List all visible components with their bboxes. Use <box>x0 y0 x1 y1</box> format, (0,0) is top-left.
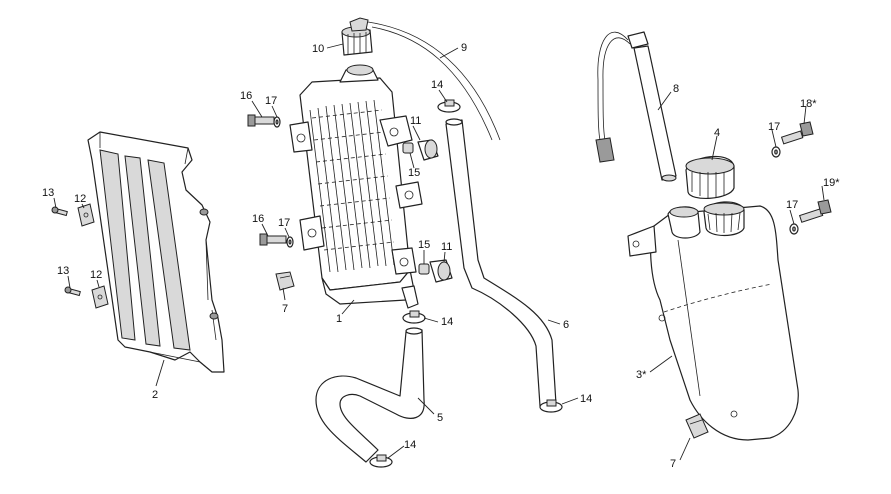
label-17-upper: 17 <box>265 95 277 107</box>
label-19: 19* <box>823 177 840 189</box>
clip-7-radiator <box>275 271 295 291</box>
label-16-upper: 16 <box>240 90 252 102</box>
label-14-bottom-right: 14 <box>580 393 592 405</box>
label-11-lower: 11 <box>441 241 452 253</box>
radiator-guard <box>87 131 225 373</box>
label-14-top: 14 <box>431 79 443 91</box>
callout-labels: 10 9 16 17 14 11 15 8 4 17 18* 17 19* 13… <box>42 42 840 470</box>
screw-13-upper <box>51 206 68 217</box>
label-12-lower: 12 <box>90 269 102 281</box>
label-3: 3* <box>636 369 647 381</box>
label-17-tank-lower: 17 <box>786 199 798 211</box>
hose-clamp-14-top <box>437 99 461 113</box>
leader-lines <box>53 43 825 461</box>
label-16-lower: 16 <box>252 213 264 225</box>
label-7-tank: 7 <box>670 458 676 470</box>
expansion-tank <box>627 201 799 441</box>
hose-clamp-14-mid <box>402 310 426 324</box>
hose-6 <box>445 118 557 407</box>
label-6: 6 <box>563 319 569 331</box>
spacer-15-lower <box>418 263 430 275</box>
label-7-radiator: 7 <box>282 303 288 315</box>
tank-cap <box>685 155 735 199</box>
label-1: 1 <box>336 313 342 325</box>
label-14-bottom-left: 14 <box>404 439 416 451</box>
bolt-18 <box>780 121 814 145</box>
clip-7-tank <box>685 413 709 439</box>
label-9: 9 <box>461 42 467 54</box>
level-sensor <box>595 31 677 182</box>
label-10: 10 <box>312 43 324 55</box>
label-8: 8 <box>673 83 679 95</box>
washer-17-upper <box>273 116 281 128</box>
grommet-11-upper <box>417 139 439 161</box>
label-2: 2 <box>152 389 158 401</box>
bolt-16-upper <box>247 114 275 127</box>
bolt-19 <box>798 199 832 223</box>
label-13-upper: 13 <box>42 187 54 199</box>
clip-12-lower <box>91 285 109 309</box>
label-17-tank-upper: 17 <box>768 121 780 133</box>
label-5: 5 <box>437 412 443 424</box>
washer-17-lower <box>286 236 294 248</box>
bolt-16-lower <box>259 233 287 246</box>
label-18: 18* <box>800 98 817 110</box>
radiator <box>289 64 423 309</box>
overflow-hose <box>367 21 501 141</box>
label-15-lower: 15 <box>418 239 430 251</box>
washer-17-tank-upper <box>771 146 781 158</box>
label-17-lower: 17 <box>278 217 290 229</box>
clip-12-upper <box>77 203 95 227</box>
label-11-upper: 11 <box>410 115 421 127</box>
radiator-cap <box>341 17 373 56</box>
radiator-core <box>309 99 395 273</box>
label-12-upper: 12 <box>74 193 86 205</box>
spacer-15-upper <box>402 142 414 154</box>
label-15-upper: 15 <box>408 167 420 179</box>
label-4: 4 <box>714 127 720 139</box>
screw-13-lower <box>64 286 81 297</box>
hose-5 <box>315 327 425 463</box>
label-14-mid: 14 <box>441 316 453 328</box>
grommet-11-lower <box>429 259 453 283</box>
washer-17-tank-lower <box>789 223 799 235</box>
label-13-lower: 13 <box>57 265 69 277</box>
hose-clamp-14-bottom-left <box>369 454 393 468</box>
hose-clamp-14-bottom-right <box>539 399 563 413</box>
